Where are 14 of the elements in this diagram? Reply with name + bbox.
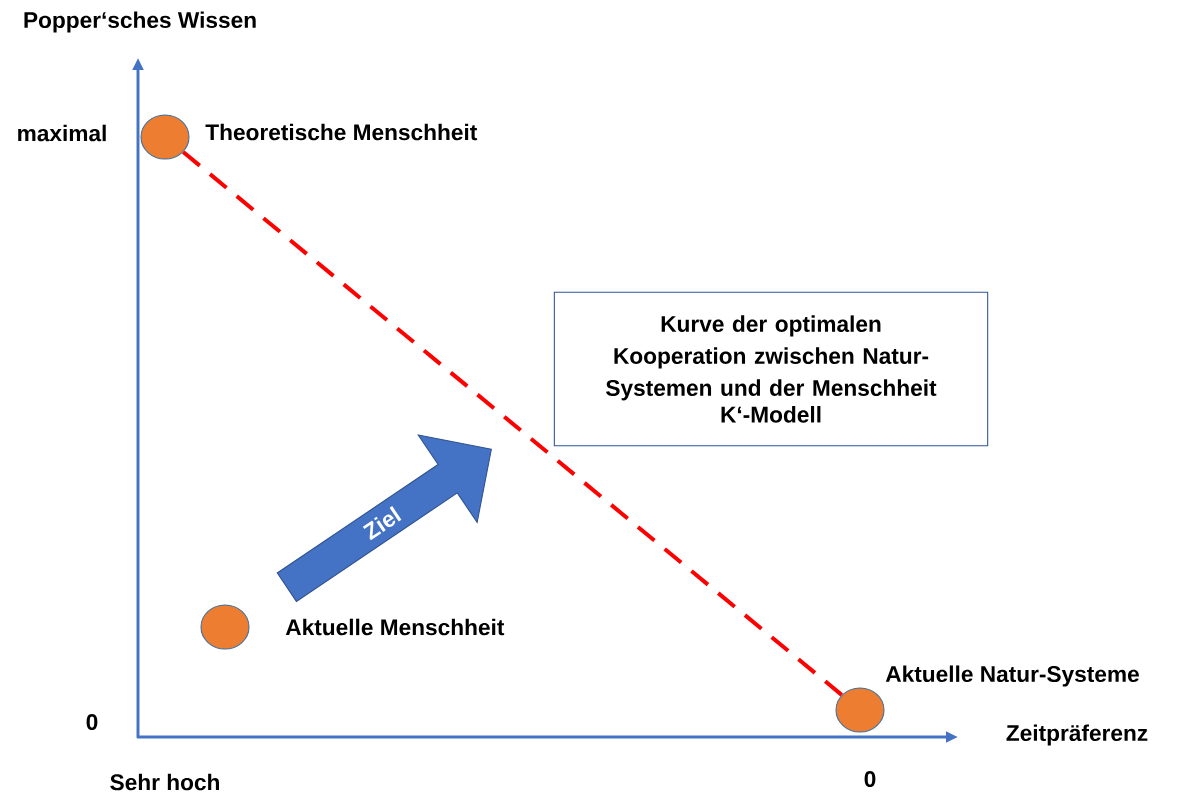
axis-label: maximal xyxy=(18,124,106,142)
text-box: Kurve der optimalen Kooperation zwischen Natur-Systemen und der Menschheit K‘-Modell xyxy=(553,291,989,447)
dashed-line xyxy=(182,150,844,697)
circle-marker xyxy=(140,114,190,160)
axis-label: Zeitpräferenz xyxy=(1006,724,1148,746)
axis-label: Popper‘sches Wissen xyxy=(24,11,256,33)
axis-label: Aktuelle Menschheit xyxy=(285,618,505,636)
point-label: Aktuelle Natur-Systeme xyxy=(885,665,1139,687)
circle-marker xyxy=(835,687,885,733)
circle-marker xyxy=(200,604,250,650)
point-label: Theoretische Menschheit xyxy=(205,123,478,141)
axis-label: 0 xyxy=(86,714,98,731)
axis-label: 0 xyxy=(864,771,876,788)
axis-label: Sehr hoch xyxy=(110,773,219,791)
